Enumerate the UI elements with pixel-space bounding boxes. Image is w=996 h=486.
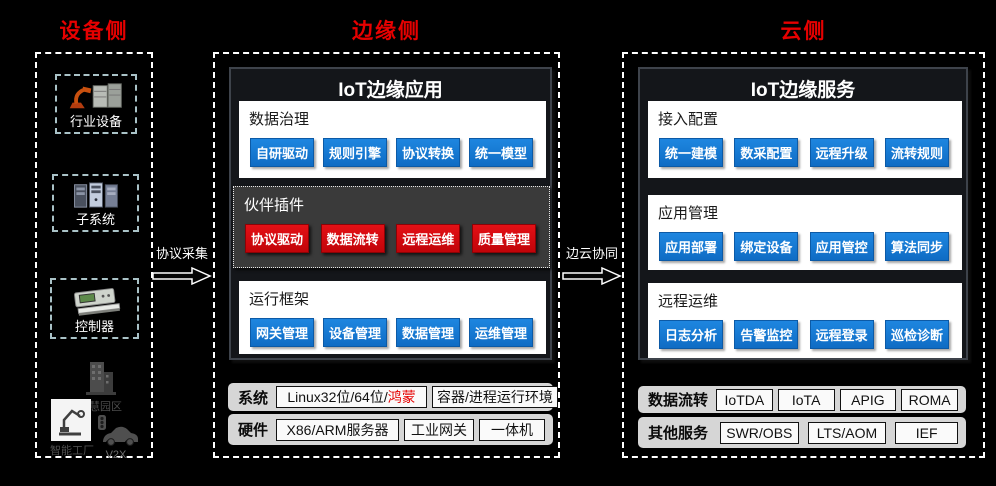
device-item-label: 行业设备	[69, 114, 122, 129]
section-title: 远程运维	[658, 293, 719, 310]
capability-chip: 协议驱动	[245, 224, 310, 253]
device-item-industry-equipment: 行业设备	[55, 74, 137, 134]
button-row: 统一建模 数采配置 远程升级 流转规则	[648, 138, 962, 167]
capability-chip: 数采配置	[734, 138, 799, 167]
device-side-box: 行业设备 子系统	[35, 52, 153, 461]
section-title: 数据治理	[249, 111, 310, 128]
smart-factory-icon	[51, 399, 91, 441]
edge-side-title: 边缘侧	[352, 20, 421, 43]
hardware-row: 硬件 X86/ARM服务器 工业网关 一体机	[228, 414, 553, 445]
capability-chip: 自研驱动	[250, 138, 315, 167]
capability-chip: 应用管控	[809, 232, 874, 261]
scene-label-factory: 智能工厂	[50, 445, 94, 457]
service-box: APIG	[839, 388, 897, 411]
section-title: 接入配置	[658, 111, 719, 128]
edge-cloud-synergy-arrow: 边云协同	[559, 243, 625, 286]
right-arrow-icon	[562, 266, 622, 286]
capability-chip: 日志分析	[659, 320, 724, 349]
section-runtime-framework: 运行框架 网关管理 设备管理 数据管理 运维管理	[239, 281, 546, 354]
arrow-label: 协议采集	[155, 246, 208, 261]
capability-chip: 协议转换	[395, 138, 460, 167]
system-box-linux: Linux32位/64位/鸿蒙	[276, 386, 428, 408]
section-title: 应用管理	[658, 205, 719, 222]
capability-chip: 流转规则	[884, 138, 949, 167]
button-row: 协议驱动 数据流转 远程运维 质量管理	[234, 224, 549, 253]
service-box: LTS/AOM	[807, 421, 887, 444]
capability-chip: 规则引擎	[322, 138, 387, 167]
capability-chip: 统一建模	[659, 138, 724, 167]
capability-chip: 统一模型	[468, 138, 533, 167]
data-flow-row: 数据流转 IoTDA IoTA APIG ROMA	[638, 386, 966, 413]
capability-chip: 应用部署	[659, 232, 724, 261]
section-data-governance: 数据治理 自研驱动 规则引擎 协议转换 统一模型	[239, 101, 546, 178]
cloud-panel-title: IoT边缘服务	[750, 80, 856, 101]
button-row: 自研驱动 规则引擎 协议转换 统一模型	[239, 138, 546, 167]
protocol-collect-arrow: 协议采集	[149, 243, 215, 286]
data-flow-row-label: 数据流转	[648, 392, 709, 409]
capability-chip: 数据流转	[320, 224, 385, 253]
capability-chip: 巡检诊断	[884, 320, 949, 349]
button-row: 日志分析 告警监控 远程登录 巡检诊断	[648, 320, 962, 349]
section-title: 运行框架	[249, 291, 310, 308]
device-item-label: 子系统	[75, 212, 115, 227]
iot-edge-service-panel: IoT边缘服务 接入配置 统一建模 数采配置 远程升级 流转规则 应用管理 应用…	[638, 67, 968, 360]
service-box: SWR/OBS	[720, 421, 799, 444]
other-services-row: 其他服务 SWR/OBS LTS/AOM IEF	[638, 417, 966, 448]
system-row: 系统 Linux32位/64位/鸿蒙 容器/进程运行环境	[228, 383, 558, 411]
section-access-config: 接入配置 统一建模 数采配置 远程升级 流转规则	[648, 101, 962, 178]
button-row: 网关管理 设备管理 数据管理 运维管理	[239, 318, 546, 347]
scene-label-v2x: V2X	[105, 449, 127, 461]
controller-device-icon	[73, 288, 120, 316]
capability-chip: 远程运维	[396, 224, 461, 253]
other-services-row-label: 其他服务	[648, 425, 709, 442]
capability-chip: 数据管理	[395, 318, 460, 347]
service-box: IEF	[895, 421, 959, 444]
harmonyos-highlight: 鸿蒙	[387, 389, 416, 405]
right-arrow-icon	[152, 266, 212, 286]
device-side-title: 设备侧	[59, 20, 129, 43]
capability-chip: 网关管理	[250, 318, 315, 347]
section-partner-plugins: 伙伴插件 协议驱动 数据流转 远程运维 质量管理	[233, 186, 550, 268]
robot-arm-server-icon	[69, 83, 122, 109]
service-box: ROMA	[901, 388, 959, 411]
section-remote-ops: 远程运维 日志分析 告警监控 远程登录 巡检诊断	[648, 283, 962, 358]
system-box-container: 容器/进程运行环境	[432, 386, 558, 408]
capability-chip: 设备管理	[322, 318, 387, 347]
service-box: IoTA	[777, 388, 835, 411]
capability-chip: 远程登录	[809, 320, 874, 349]
v2x-car-icon	[98, 415, 138, 446]
device-item-label: 控制器	[74, 319, 114, 334]
section-app-management: 应用管理 应用部署 绑定设备 应用管控 算法同步	[648, 195, 962, 270]
button-row: 应用部署 绑定设备 应用管控 算法同步	[648, 232, 962, 261]
smart-campus-icon	[86, 362, 116, 395]
hardware-box: X86/ARM服务器	[276, 418, 400, 441]
edge-panel-title: IoT边缘应用	[338, 80, 443, 101]
cloud-side-box	[622, 52, 985, 458]
service-box: IoTDA	[716, 388, 773, 411]
device-item-controller: 控制器	[50, 278, 139, 339]
edge-side-box	[213, 52, 560, 458]
iot-edge-app-panel: IoT边缘应用 数据治理 自研驱动 规则引擎 协议转换 统一模型 伙伴插件 协议…	[229, 67, 552, 360]
cloud-side-title: 云侧	[780, 20, 827, 43]
section-title: 伙伴插件	[244, 197, 305, 214]
hardware-box: 一体机	[479, 418, 545, 441]
capability-chip: 告警监控	[734, 320, 799, 349]
capability-chip: 算法同步	[884, 232, 949, 261]
arrow-label: 边云协同	[565, 246, 618, 261]
system-row-label: 系统	[238, 389, 269, 407]
device-item-subsystem: 子系统	[52, 174, 139, 232]
capability-chip: 质量管理	[471, 224, 536, 253]
capability-chip: 远程升级	[809, 138, 874, 167]
capability-chip: 运维管理	[468, 318, 533, 347]
hardware-row-label: 硬件	[238, 422, 269, 439]
hardware-box: 工业网关	[404, 418, 475, 441]
capability-chip: 绑定设备	[734, 232, 799, 261]
server-towers-icon	[73, 182, 118, 208]
